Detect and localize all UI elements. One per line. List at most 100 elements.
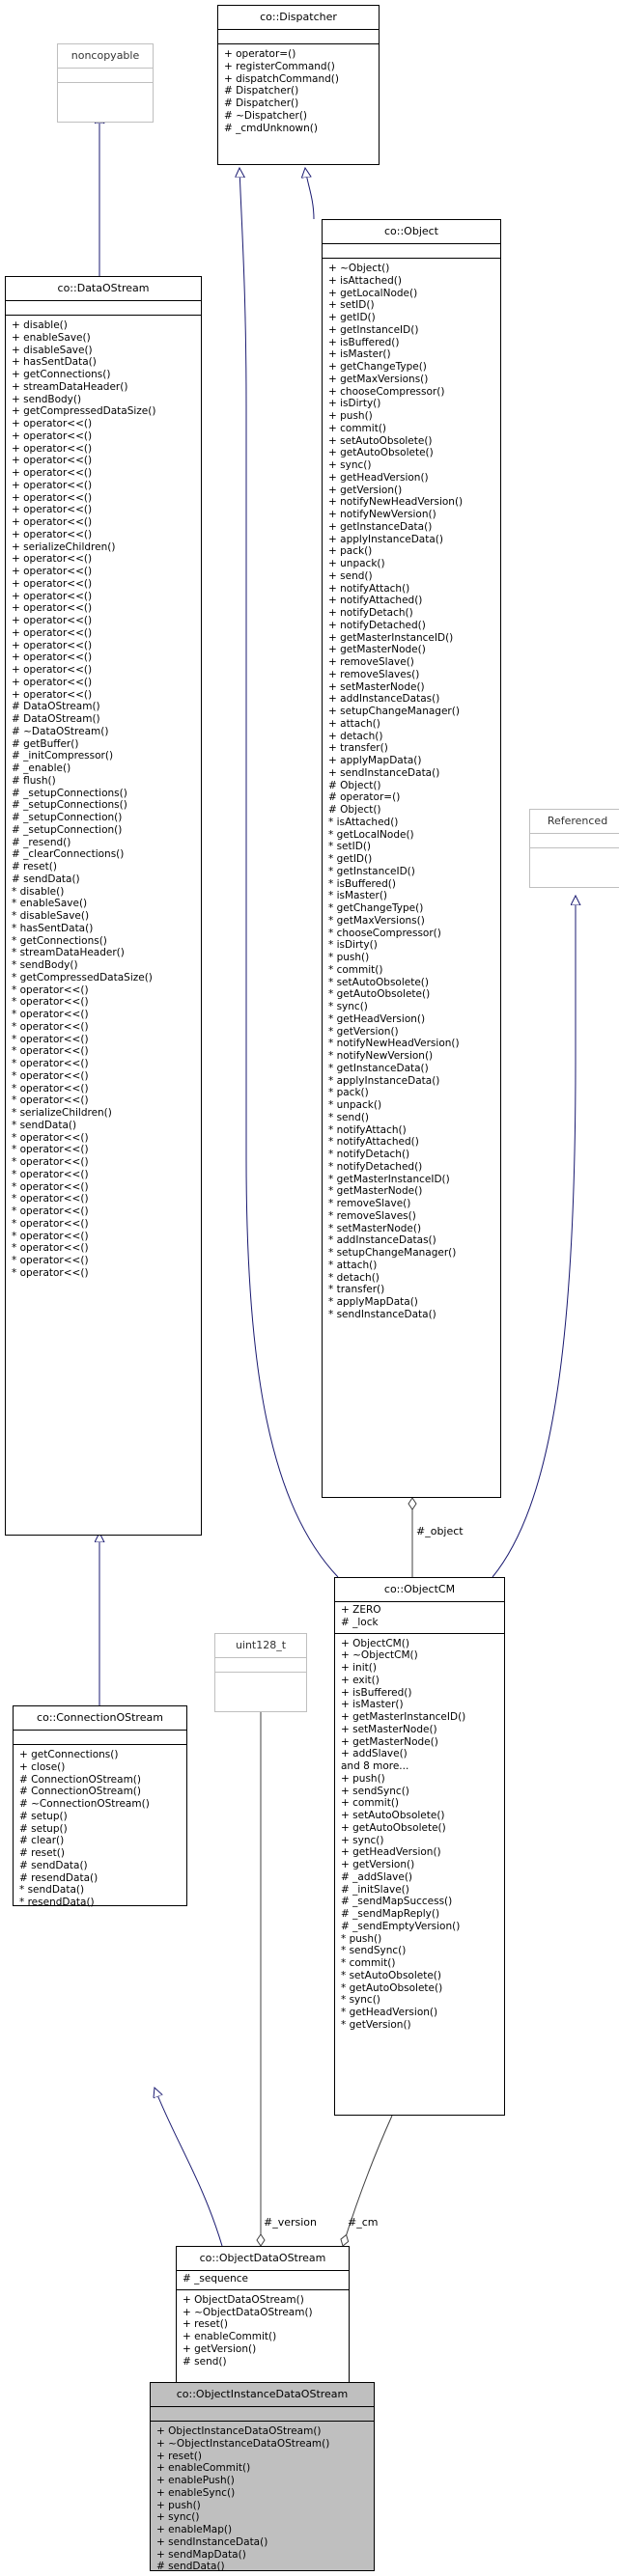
operation: * operator<<() [12,1266,89,1279]
operation: + operator<<() [12,602,93,615]
operation: * setupChangeManager() [328,1247,457,1259]
operation: # resendData() [19,1871,98,1884]
operation: + operator<<() [12,528,93,540]
operation: * enableSave() [12,898,88,910]
attribute: # _lock [341,1616,379,1628]
attributes-section: # _sequence [177,2271,349,2290]
operation: # _clearConnections() [12,848,125,861]
class-title: co::ObjectInstanceDataOStream [151,2383,374,2407]
operation: # ConnectionOStream() [19,1773,141,1786]
operation: * serializeChildren() [12,1107,112,1119]
operation: # send() [183,2355,227,2368]
class-objectcm: co::ObjectCM + ZERO # _lock + ObjectCM()… [334,1577,505,2116]
operation: # Object() [328,779,381,791]
operation: + push() [328,410,373,422]
operation: + sendMapData() [156,2548,246,2561]
edge-label-cm: #_cm [348,2216,379,2229]
operation: * getHeadVersion() [341,2007,438,2018]
operation: * disableSave() [12,910,90,922]
operation: * notifyNewVersion() [328,1050,434,1062]
operation: * operator<<() [12,1033,89,1045]
class-object: co::Object + ~Object() + isAttached() + … [322,219,501,1498]
operation: + operator<<() [12,418,93,429]
operation: + addSlave() [341,1748,408,1760]
attributes-section [14,1731,186,1745]
operation: + notifyNewVersion() [328,509,436,520]
class-noncopyable: noncopyable [57,43,154,123]
operation: + ~Object() [328,263,390,274]
operation: * getAutoObsolete() [341,1981,443,1994]
operation: + isMaster() [328,348,391,361]
operation: + notifyNewHeadVersion() [328,496,464,509]
operation: + removeSlave() [328,656,414,668]
operation: * notifyAttached() [328,1136,419,1149]
operation: + getID() [328,312,376,323]
operations-section: + disable() + enableSave() + disableSave… [6,316,201,1280]
operation: * setMasterNode() [328,1222,422,1234]
operation: + ~ObjectDataOStream() [183,2306,313,2318]
operation: * streamDataHeader() [12,947,125,959]
operation: * isAttached() [328,816,399,828]
operation: # DataOStream() [12,701,100,713]
operation: + operator<<() [12,688,93,701]
class-title: noncopyable [58,44,153,69]
operation: # _setupConnections() [12,787,127,799]
operation: * operator<<() [12,983,89,996]
operation: + isBuffered() [341,1686,412,1699]
operation: + ObjectDataOStream() [183,2293,304,2306]
operation: + hasSentData() [12,356,97,369]
operations-section: + operator=() + registerCommand() + disp… [218,44,379,134]
operation: + ObjectCM() [341,1637,409,1649]
operation: + ObjectInstanceDataOStream() [156,2425,322,2437]
operation: * operator<<() [12,1180,89,1193]
operation: + enableSave() [12,331,91,344]
operation: + enablePush() [156,2475,235,2486]
operation: + operator<<() [12,553,93,566]
operation: + dispatchCommand() [224,72,339,85]
operation: # _initCompressor() [12,750,114,762]
operation: + commit() [328,422,387,434]
operation: + setupChangeManager() [328,706,460,717]
operations-section: + ~Object() + isAttached() + getLocalNod… [323,259,500,1321]
operation: + isMaster() [341,1699,404,1711]
operation: * commit() [328,963,383,976]
operation: * operator<<() [12,1009,89,1020]
operation: + registerCommand() [224,60,335,72]
operation: * operator<<() [12,1144,89,1156]
operation: + streamDataHeader() [12,380,128,393]
operation: + applyMapData() [328,755,422,766]
operation: + isDirty() [328,398,381,410]
operation: + sendInstanceData() [328,766,440,779]
operation: * sendData() [12,1119,77,1131]
operation: + sendBody() [12,393,82,405]
operation: + enableMap() [156,2524,233,2535]
operation: * setID() [328,841,372,853]
operation: * commit() [341,1957,396,1969]
operation: + ~ObjectInstanceDataOStream() [156,2437,330,2450]
operation: * notifyDetach() [328,1149,410,1160]
operation: # _sendMapSuccess() [341,1896,453,1908]
operation: + transfer() [328,742,388,755]
operation: + operator<<() [12,504,93,516]
operation: # sendData() [12,873,80,885]
class-uint128: uint128_t [214,1633,307,1712]
operation: * addInstanceDatas() [328,1234,436,1247]
operation: # ~Dispatcher() [224,109,308,122]
attributes-section [215,1658,306,1673]
operation: * setAutoObsolete() [328,976,429,988]
attributes-section [530,834,619,848]
operations-section [58,83,153,122]
operation: * getID() [328,853,373,865]
attributes-section [218,30,379,44]
operation: * applyMapData() [328,1296,418,1308]
edge-objectdataostream-connectionostream [155,2088,223,2247]
operation: + notifyAttach() [328,582,410,595]
operation: + applyInstanceData() [328,533,443,545]
operation: * notifyNewHeadVersion() [328,1038,460,1050]
operation: + enableCommit() [183,2331,277,2342]
class-title: co::ObjectDataOStream [177,2247,349,2271]
operation: # _addSlave() [341,1870,413,1883]
operations-section: + ObjectCM() + ~ObjectCM() + init() + ex… [335,1634,504,2032]
operation: + getMaxVersions() [328,373,429,385]
